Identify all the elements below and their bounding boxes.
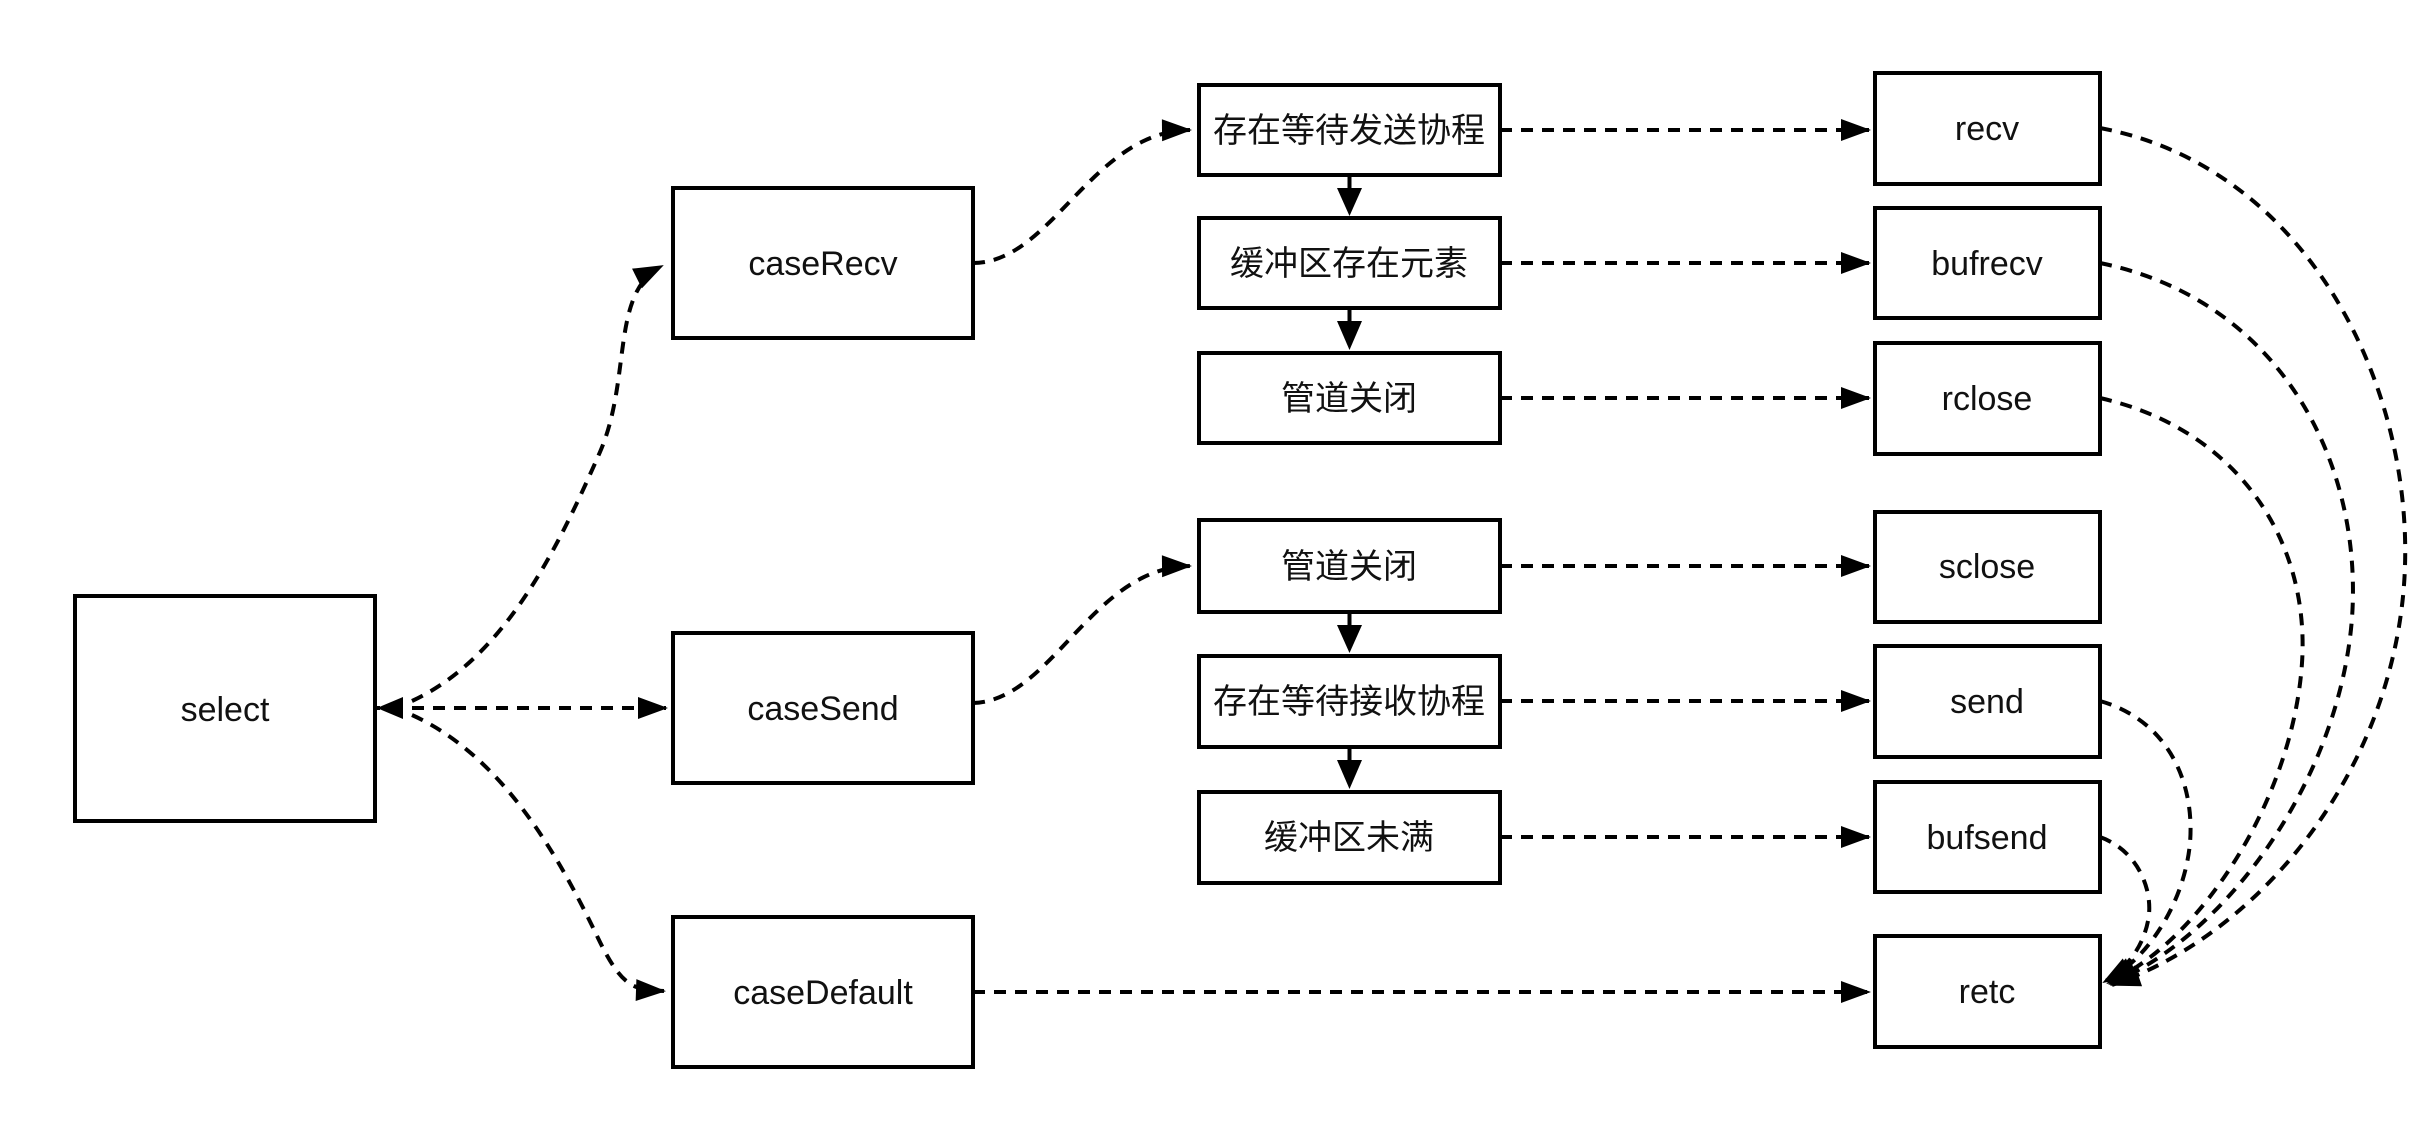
chanClosedSend-label: 管道关闭: [1281, 548, 1417, 586]
node-waitSend: 存在等待发送协程: [1197, 83, 1502, 177]
waitSend-label: 存在等待发送协程: [1213, 112, 1485, 150]
bufHasElem-label: 缓冲区存在元素: [1230, 245, 1468, 283]
node-bufrecv: bufrecv: [1873, 206, 2102, 320]
select-back-arrowhead: [377, 697, 403, 719]
waitRecv-label: 存在等待接收协程: [1213, 683, 1485, 721]
node-rclose: rclose: [1873, 341, 2102, 456]
edge-bufsend-retc: [2099, 835, 2152, 984]
recv-box: [1873, 71, 2102, 186]
bufNotFull-box: [1197, 790, 1502, 885]
chanClosedRecv-label: 管道关闭: [1281, 380, 1417, 418]
node-bufNotFull: 缓冲区未满: [1197, 790, 1502, 885]
bufrecv-label: bufrecv: [1931, 245, 2043, 283]
node-bufsend: bufsend: [1873, 780, 2102, 894]
bufsend-label: bufsend: [1927, 819, 2048, 857]
caseDefault-label: caseDefault: [733, 974, 913, 1012]
node-sclose: sclose: [1873, 510, 2102, 624]
send-label: send: [1950, 683, 2024, 721]
edge-select-caseDefault: [411, 713, 666, 1002]
edge-rclose-retc: [2099, 396, 2305, 985]
edge-waitSend-bufHasElem: [1337, 177, 1362, 216]
edge-select-caseRecv: [411, 264, 664, 703]
caseSend-box: [671, 631, 975, 785]
edge-recv-retc: [2099, 126, 2408, 987]
caseDefault-box: [671, 915, 975, 1069]
bufNotFull-label: 缓冲区未满: [1264, 819, 1434, 857]
send-box: [1873, 644, 2102, 759]
bufrecv-box: [1873, 206, 2102, 320]
retc-label: retc: [1959, 973, 2016, 1011]
edge-caseRecv-waitSend: [972, 119, 1192, 265]
node-retc: retc: [1873, 934, 2102, 1049]
node-chanClosedSend: 管道关闭: [1197, 518, 1502, 614]
edge-caseSend-chanClosedSend: [972, 555, 1192, 705]
edge-bufHasElem-chanClosedRecv: [1337, 310, 1362, 350]
node-layer: select caseRecv caseSend caseDefault 存在等…: [73, 71, 2102, 1069]
node-select: select: [73, 594, 377, 823]
edge-waitRecv-bufNotFull: [1337, 749, 1362, 789]
node-caseRecv: caseRecv: [671, 186, 975, 340]
caseRecv-label: caseRecv: [748, 245, 897, 283]
node-send: send: [1873, 644, 2102, 759]
node-bufHasElem: 缓冲区存在元素: [1197, 216, 1502, 310]
rclose-label: rclose: [1942, 380, 2033, 418]
sclose-box: [1873, 510, 2102, 624]
bufHasElem-box: [1197, 216, 1502, 310]
node-caseDefault: caseDefault: [671, 915, 975, 1069]
select-box: [73, 594, 377, 823]
retc-box: [1873, 934, 2102, 1049]
edge-layer: [375, 119, 2408, 1003]
edge-send-retc: [2099, 699, 2193, 983]
waitSend-box: [1197, 83, 1502, 177]
node-waitRecv: 存在等待接收协程: [1197, 654, 1502, 749]
node-chanClosedRecv: 管道关闭: [1197, 351, 1502, 445]
edge-bufrecv-retc: [2099, 261, 2355, 986]
rclose-box: [1873, 341, 2102, 456]
caseSend-label: caseSend: [747, 690, 898, 728]
node-caseSend: caseSend: [671, 631, 975, 785]
node-recv: recv: [1873, 71, 2102, 186]
chanClosedRecv-box: [1197, 351, 1502, 445]
edge-chanClosedSend-waitRecv: [1337, 614, 1362, 653]
chanClosedSend-box: [1197, 518, 1502, 614]
caseRecv-box: [671, 186, 975, 340]
sclose-label: sclose: [1939, 548, 2035, 586]
waitRecv-box: [1197, 654, 1502, 749]
recv-label: recv: [1955, 110, 2019, 148]
select-label: select: [181, 691, 270, 729]
bufsend-box: [1873, 780, 2102, 894]
